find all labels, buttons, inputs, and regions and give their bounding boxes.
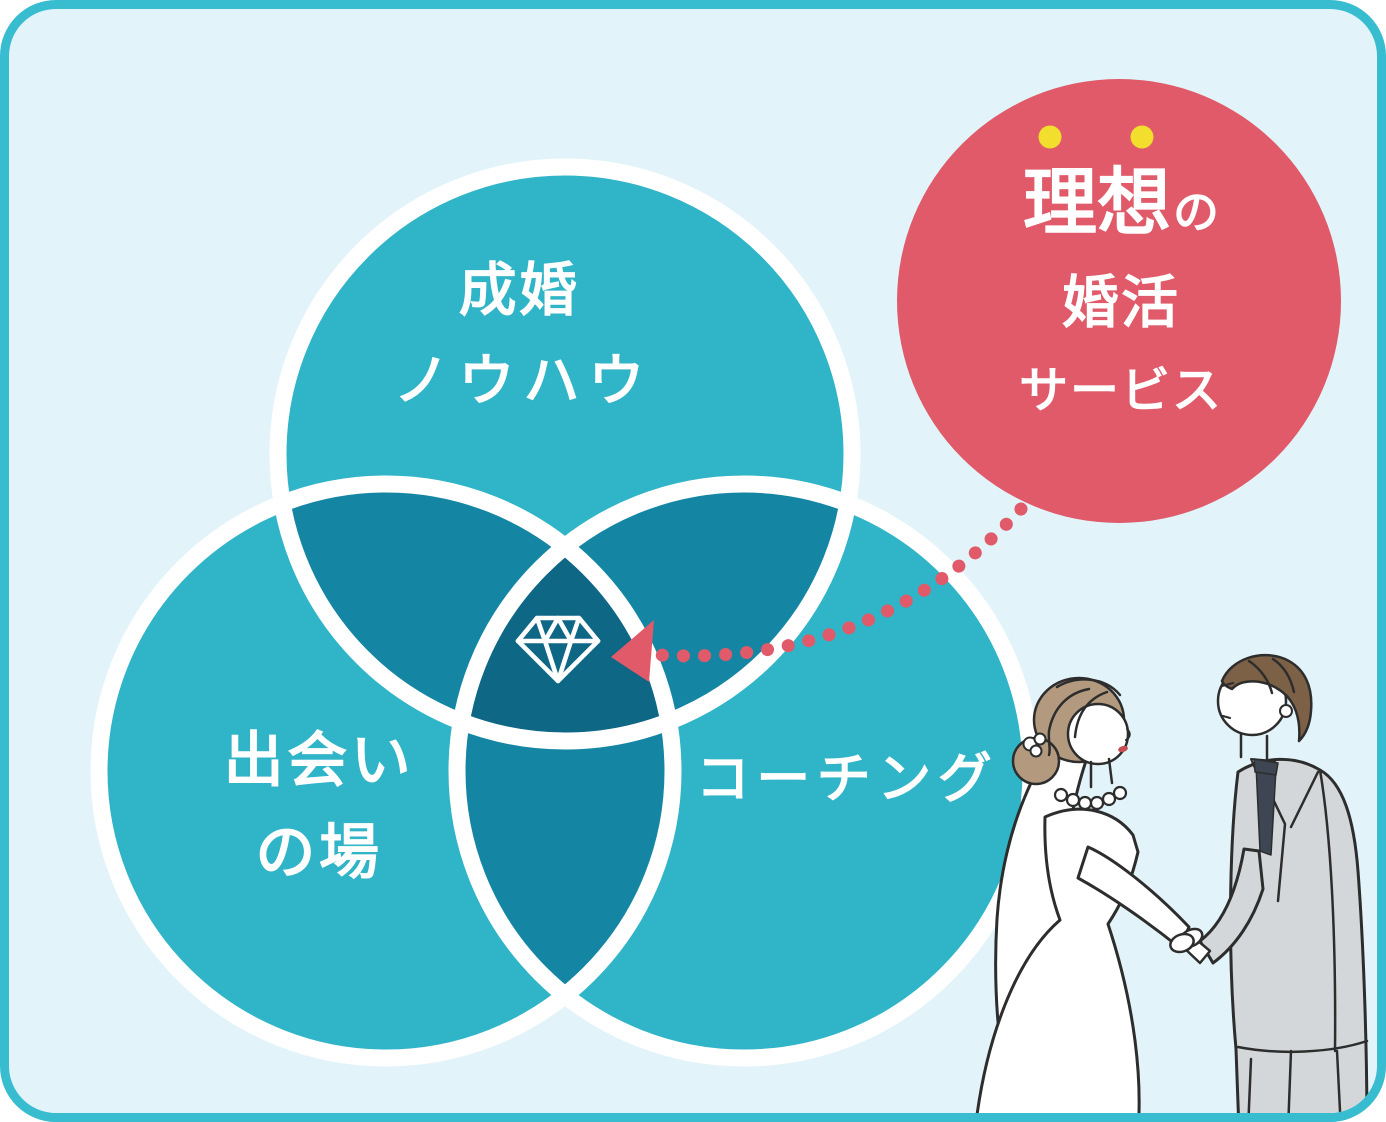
groom-tie-knot: [1253, 758, 1279, 776]
emphasis-dot: [1038, 125, 1062, 149]
callout-circle: [897, 79, 1341, 523]
groom-hair-strands: [1247, 657, 1296, 695]
venn-diagram: [90, 79, 1341, 1067]
diamond-icon: [515, 615, 601, 684]
bride-hair-top-outline: [1055, 678, 1122, 697]
pearl-necklace: [1053, 785, 1128, 811]
bride-neck: [1089, 757, 1114, 789]
emphasis-dot: [1130, 125, 1154, 149]
groom-mouth: [1221, 714, 1232, 720]
groom-lapel-right: [1289, 770, 1320, 829]
groom-hand: [1169, 932, 1195, 954]
dotted-arrow: [611, 502, 1028, 682]
bride-face: [1066, 702, 1130, 766]
groom-jacket-hem: [1236, 1039, 1369, 1054]
hair-flower-accessory: [1022, 732, 1047, 758]
groom-sleeve: [1198, 847, 1265, 965]
emphasis-dots: [1038, 125, 1154, 149]
couple-illustration: [975, 653, 1369, 1113]
groom-brow: [1220, 681, 1235, 688]
arrowhead-icon: [611, 620, 654, 682]
bride-hair-fringe: [1047, 687, 1109, 757]
bride-nose: [1125, 728, 1131, 741]
bride-lips: [1118, 745, 1128, 753]
groom-trouser-seams: [1247, 1049, 1342, 1113]
groom-neck: [1239, 731, 1269, 762]
groom-ear: [1279, 704, 1293, 718]
groom-arm-seam: [1318, 768, 1337, 1053]
overlap-center: [457, 484, 673, 741]
